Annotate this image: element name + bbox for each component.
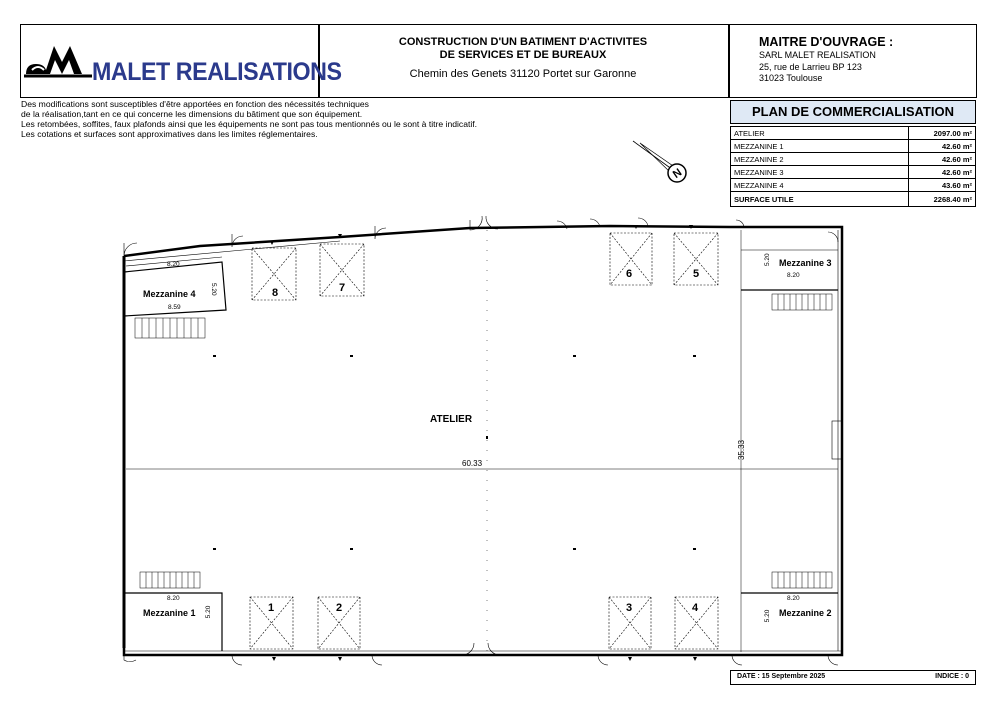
footer-box: DATE : 15 Septembre 2025 INDICE : 0	[730, 670, 976, 685]
note-line: Les retombées, soffites, faux plafonds a…	[21, 119, 478, 129]
door-label: 6	[626, 268, 632, 280]
note-line: Des modifications sont susceptibles d'êt…	[21, 99, 369, 109]
note-line: Les cotations et surfaces sont approxima…	[21, 129, 318, 139]
mezzanine-4-label: Mezzanine 4	[143, 289, 196, 299]
door-label: 7	[339, 282, 345, 294]
mezzanine-1-label: Mezzanine 1	[143, 608, 196, 618]
owner-name: SARL MALET REALISATION	[759, 50, 876, 60]
mezzanine-2-label: Mezzanine 2	[779, 608, 832, 618]
note-line: de la réalisation,tant en ce qui concern…	[21, 109, 363, 119]
footer-date: DATE : 15 Septembre 2025	[737, 673, 826, 680]
door-label: 1	[268, 602, 274, 614]
stair	[139, 571, 201, 589]
stair	[771, 293, 833, 311]
mezz-dim: 8.20	[167, 595, 180, 602]
door-label: 2	[336, 602, 342, 614]
door-label: 8	[272, 287, 278, 299]
mezzanine-1	[124, 571, 223, 651]
project-title-line1: CONSTRUCTION D'UN BATIMENT D'ACTIVITES	[398, 36, 648, 48]
disclaimer-notes: Des modifications sont susceptibles d'êt…	[21, 99, 477, 139]
door-label: 4	[692, 602, 699, 614]
header-divider-1	[318, 24, 320, 98]
header-divider-2	[728, 24, 730, 98]
door-label: 5	[693, 268, 699, 280]
loading-doors	[249, 232, 719, 650]
owner-address-2: 31023 Toulouse	[759, 73, 823, 83]
north-arrow-icon: N	[632, 140, 687, 183]
technical-marks	[213, 225, 697, 661]
mezzanine-2	[741, 571, 838, 594]
atelier-label: ATELIER	[430, 414, 473, 425]
door-label: 3	[626, 602, 632, 614]
depth-dimension: 35.33	[737, 439, 746, 460]
door-swings	[123, 215, 843, 666]
width-dimension: 60.33	[462, 459, 483, 468]
mezz-dim: 5.20	[210, 283, 217, 296]
mezz-dim: 8.20	[787, 272, 800, 279]
dimension-lines	[126, 230, 838, 652]
owner-address-1: 25, rue de Larrieu BP 123	[759, 62, 862, 72]
company-logo-icon	[24, 46, 92, 78]
building-walls	[122, 224, 844, 657]
mezzanine-4	[123, 256, 227, 339]
plan-title: PLAN DE COMMERCIALISATION	[730, 100, 976, 124]
title-block	[20, 24, 977, 98]
mezz-dim: 5.20	[205, 605, 212, 618]
mezzanine-3-label: Mezzanine 3	[779, 258, 832, 268]
footer-index: INDICE : 0	[935, 673, 969, 680]
project-title-line2: DE SERVICES ET DE BUREAUX	[439, 49, 607, 61]
company-name: MALET REALISATIONS	[92, 58, 342, 86]
project-address: Chemin des Genets 31120 Portet sur Garon…	[409, 68, 637, 80]
mezz-dim: 8.59	[168, 304, 181, 311]
stair	[134, 317, 206, 339]
mezzanine-3	[741, 249, 838, 311]
mezz-dim: 8.20	[787, 595, 800, 602]
mezz-dim: 5.20	[764, 253, 771, 266]
stair	[771, 571, 833, 589]
mezz-dim: 5.20	[764, 609, 771, 622]
mezz-dim: 8.20	[167, 261, 180, 268]
owner-title: MAITRE D'OUVRAGE :	[759, 35, 894, 49]
